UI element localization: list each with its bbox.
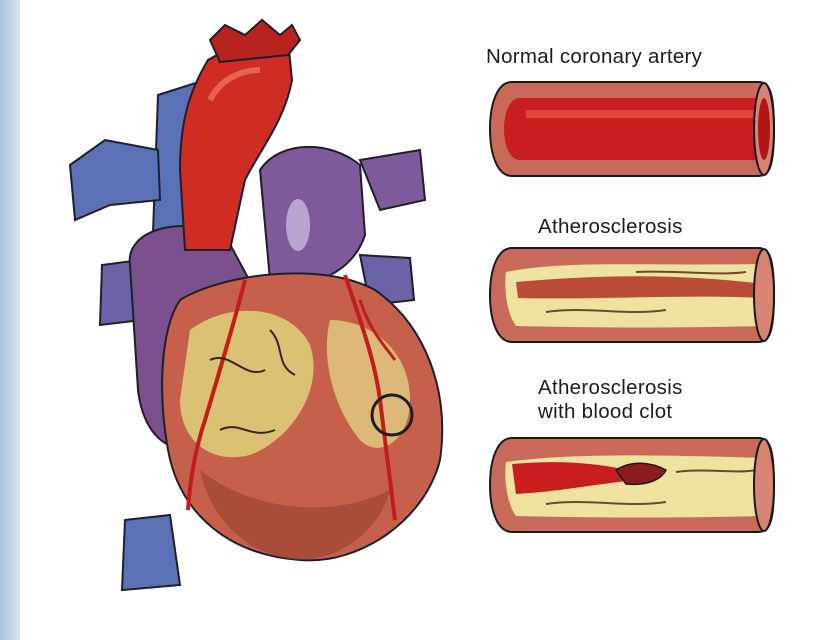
slide-left-edge [0,0,20,640]
heart-illustration [30,0,470,620]
normal-artery-opening-lumen [758,98,770,160]
label-atherosclerosis: Atherosclerosis [538,215,683,239]
label-normal-artery: Normal coronary artery [486,45,702,69]
clot-opening [754,439,774,531]
label-clot-line-2: with blood clot [538,400,683,424]
normal-artery-lumen [504,98,764,160]
normal-artery-illustration [486,76,776,182]
aortic-arch [210,20,300,62]
pulmonary-veins-right [360,150,425,210]
athero-opening [754,249,774,341]
pulmonary-artery [260,147,365,284]
label-clot-line-1: Atherosclerosis [538,376,683,400]
pulmonary-highlight [286,199,310,251]
atherosclerosis-artery-illustration [486,242,776,348]
label-atherosclerosis-clot: Atherosclerosis with blood clot [538,376,683,424]
clot-artery-illustration [486,432,776,538]
left-branch-vessel [70,140,160,220]
inferior-vena-cava [122,515,180,590]
